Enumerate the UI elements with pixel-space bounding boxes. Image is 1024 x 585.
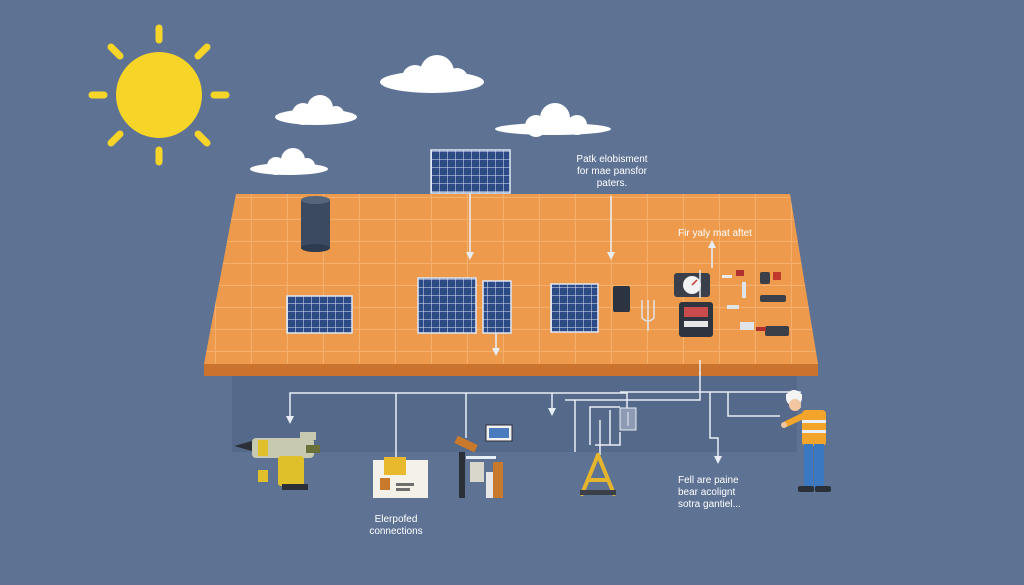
cloud-icon — [380, 55, 484, 93]
ladder-base — [580, 490, 616, 495]
solar-panel-icon — [417, 277, 477, 334]
arrow-heads — [492, 240, 716, 356]
worker-icon — [781, 390, 831, 492]
tools-note-label: Fir yaly mat aftet — [678, 228, 752, 239]
panel-note-label: Patk elobisment for mae pansfor paters. — [566, 154, 658, 190]
inverter-box — [613, 286, 630, 312]
tool-kit-icon — [373, 457, 428, 498]
connections-line-1: Elerpofed — [374, 514, 418, 525]
hammer-tools-icon — [454, 435, 503, 498]
cloud-icon — [495, 103, 611, 137]
cloud-icon — [275, 95, 357, 125]
tablet-icon — [485, 424, 513, 442]
water-tank-icon — [301, 196, 330, 252]
hand-tools-icon — [722, 270, 789, 336]
fork-tool-icon — [641, 300, 655, 331]
ladder-icon — [580, 453, 616, 496]
panel-note-line-3: paters. — [596, 178, 628, 189]
connections-line-2: connections — [369, 526, 423, 537]
sun-icon — [88, 24, 230, 166]
gauge-icon — [674, 273, 710, 297]
bottom-right-line-2: bear acolignt — [678, 487, 736, 498]
bottom-right-line-1: Fell are paine — [678, 475, 739, 486]
solar-panel-icon — [482, 280, 512, 334]
solar-panel-icon — [550, 283, 599, 333]
connections-label: Elerpofed connections — [346, 514, 446, 538]
panel-note-line-2: for mae pansfor — [576, 166, 648, 177]
junction-box-icon — [619, 407, 637, 431]
house-wall — [232, 372, 797, 452]
meter-icon — [679, 302, 713, 337]
bottom-right-line-3: sotra gantiel... — [678, 499, 741, 510]
roof — [204, 194, 818, 376]
solar-panel-icon — [286, 295, 353, 334]
power-drill-icon — [234, 432, 320, 490]
solar-panel-icon — [430, 149, 511, 260]
cloud-icon — [250, 148, 328, 175]
bottom-right-label: Fell are paine bear acolignt sotra ganti… — [678, 475, 741, 511]
wiring-arrow-heads — [286, 408, 722, 464]
panel-note-line-1: Patk elobisment — [576, 154, 648, 165]
